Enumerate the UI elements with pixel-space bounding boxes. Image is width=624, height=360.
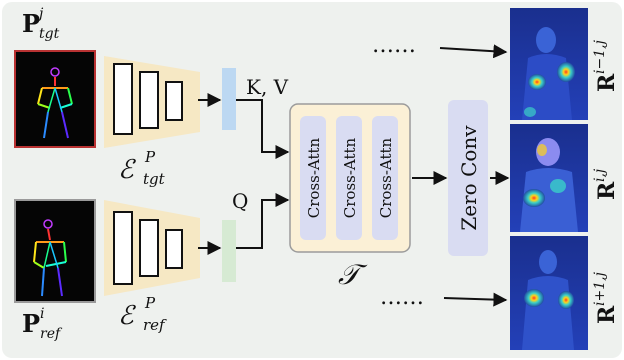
svg-text:P: P — [22, 309, 40, 338]
cross-attn-block-3: Cross-Attn — [372, 116, 398, 240]
q-token — [222, 220, 236, 282]
reference-encoder — [104, 200, 200, 296]
svg-text:i: i — [40, 306, 44, 322]
svg-text:ℰ: ℰ — [118, 155, 136, 185]
ellipsis-top: …… — [372, 33, 416, 58]
reference-encoder-label: ℰ P ref — [118, 294, 167, 334]
svg-text:tgt: tgt — [39, 26, 60, 42]
arrow-k-to-attn — [236, 99, 290, 159]
svg-text:Zero Conv: Zero Conv — [457, 125, 481, 231]
reference-pose-label: P i ref — [22, 306, 63, 342]
attention-map-next — [510, 236, 588, 350]
target-pose-label: P j tgt — [22, 6, 60, 42]
svg-text:R: R — [594, 181, 620, 200]
ellipsis-bottom: …… — [380, 285, 424, 310]
svg-text:R: R — [594, 73, 620, 92]
svg-text:R: R — [594, 305, 620, 324]
attention-map-mid-label: R i,j — [592, 168, 620, 200]
reference-pose-image — [14, 199, 96, 303]
q-label: Q — [232, 189, 248, 213]
svg-text:Cross-Attn: Cross-Attn — [305, 137, 323, 218]
cross-attn-block-1: Cross-Attn — [300, 116, 326, 240]
zero-conv-block: Zero Conv — [448, 100, 488, 256]
arrow-ellipsis-bottom — [443, 292, 508, 307]
svg-text:ℰ: ℰ — [118, 301, 136, 331]
arrow-ellipsis-top — [439, 44, 508, 59]
target-pose-image — [14, 50, 96, 148]
attention-map-mid — [510, 124, 588, 232]
svg-text:Cross-Attn: Cross-Attn — [341, 137, 359, 218]
attention-map-next-label: R i+1,j — [592, 271, 620, 324]
attention-map-prev-label: R i−1,j — [592, 39, 620, 92]
cross-attn-block-2: Cross-Attn — [336, 116, 362, 240]
target-encoder-label: ℰ P tgt — [118, 148, 166, 188]
svg-text:ref: ref — [40, 326, 63, 342]
svg-text:tgt: tgt — [143, 170, 166, 188]
svg-text:Cross-Attn: Cross-Attn — [377, 137, 395, 218]
svg-text:i+1,j: i+1,j — [592, 271, 608, 306]
svg-text:P: P — [144, 148, 156, 166]
svg-text:i,j: i,j — [592, 168, 608, 182]
attention-map-prev — [510, 8, 588, 120]
k-token — [222, 68, 236, 130]
svg-text:i−1,j: i−1,j — [592, 39, 608, 74]
target-encoder — [104, 56, 200, 148]
arrow-q-to-attn — [236, 193, 290, 249]
kv-label: K, V — [246, 75, 289, 99]
svg-text:P: P — [144, 294, 156, 312]
svg-text:ref: ref — [143, 316, 167, 334]
svg-text:P: P — [22, 9, 40, 38]
svg-text:j: j — [36, 6, 44, 22]
